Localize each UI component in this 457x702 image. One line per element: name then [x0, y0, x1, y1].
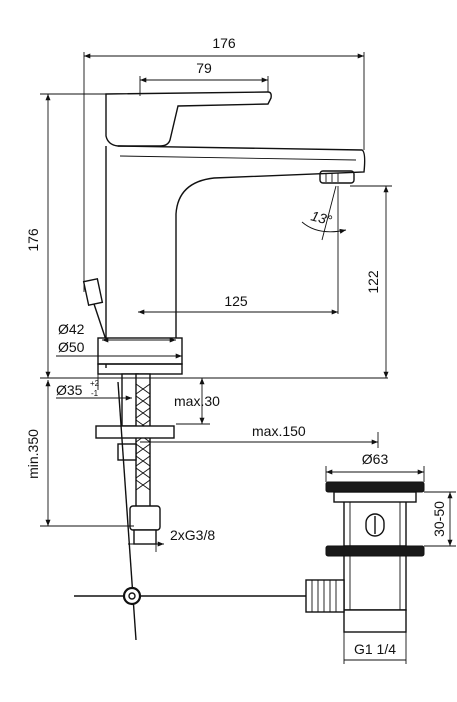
- label-handle-width: 79: [196, 60, 212, 76]
- label-hose-length: min.350: [25, 429, 41, 479]
- label-hole-diameter: Ø35: [56, 382, 83, 398]
- label-diameter-42: Ø42: [58, 321, 85, 337]
- base-plate: [97, 337, 183, 365]
- label-rod-max: max.150: [252, 423, 306, 439]
- label-max-thickness: max.30: [174, 393, 220, 409]
- label-hole-tol-minus: -1: [91, 389, 99, 398]
- base-gasket: [97, 363, 183, 375]
- label-hole-tol-plus: +2: [90, 379, 100, 388]
- under-counter-parts: [74, 373, 306, 641]
- angle-arc: [301, 221, 347, 234]
- hose-connector: [129, 505, 161, 531]
- label-waste-diameter: Ø63: [362, 451, 389, 467]
- dimension-lines: [40, 52, 456, 664]
- waste-flange: [333, 491, 417, 503]
- popup-rod-top: [93, 303, 107, 341]
- waste-thread-body: [349, 556, 401, 610]
- label-waste-thread: G1 1/4: [354, 641, 396, 657]
- rod-clip: [122, 586, 142, 606]
- waste-lock-nut: [325, 545, 425, 557]
- faucet-body: [82, 91, 366, 375]
- dimension-labels: 176 79 176 122 13° 125 Ø42 Ø50 Ø35 +2 -1…: [25, 35, 447, 657]
- mounting-nut: [117, 443, 137, 461]
- label-overall-height: 176: [25, 228, 41, 252]
- spout-angle-line: [321, 185, 337, 241]
- handle-lever: [105, 91, 272, 147]
- label-connection-thread: 2xG3/8: [170, 527, 215, 543]
- rod-connector-thread: [311, 580, 337, 612]
- label-spout-angle: 13°: [309, 207, 334, 228]
- label-spout-reach: 125: [224, 293, 248, 309]
- aerator: [319, 170, 355, 184]
- waste-body-lower: [343, 556, 407, 611]
- label-overall-width: 176: [212, 35, 236, 51]
- waste-body-inner: [349, 502, 401, 546]
- clamp-plate: [95, 425, 175, 439]
- popup-rod-knob: [82, 277, 104, 307]
- label-diameter-50: Ø50: [58, 339, 85, 355]
- waste-cap: [325, 481, 425, 493]
- rod-clip-inner: [128, 592, 136, 600]
- spout-highlight: [119, 155, 357, 161]
- waste-tailpiece: [343, 609, 407, 633]
- hose-fitting: [133, 529, 157, 545]
- spout-outline: [117, 145, 366, 338]
- waste-fitting: [305, 481, 425, 633]
- label-spout-height: 122: [365, 270, 381, 294]
- label-waste-range: 30-50: [431, 501, 447, 537]
